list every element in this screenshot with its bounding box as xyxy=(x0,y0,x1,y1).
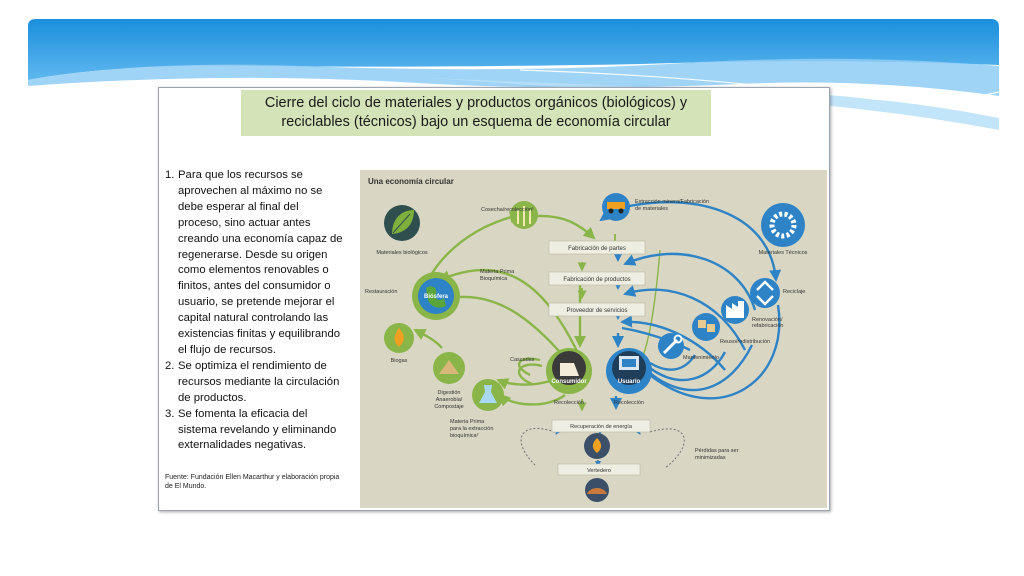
diagram-label: Biogas xyxy=(391,358,408,364)
list-item: 3.Se fomenta la eficacia del sistema rev… xyxy=(165,407,337,452)
slide-title: Cierre del ciclo de materiales y product… xyxy=(241,90,711,136)
chain-label: Fabricación de partes xyxy=(568,246,626,252)
wrench-icon xyxy=(658,333,684,359)
diagram-label: minimizadas xyxy=(695,455,726,461)
diagram-label: de materiales xyxy=(635,206,668,212)
chain-box xyxy=(548,302,646,317)
diagram-label: bioquímica² xyxy=(450,433,479,439)
slide-content-frame: Cierre del ciclo de materiales y product… xyxy=(158,87,830,511)
diagram-label: Cosecha/recolección¹ xyxy=(481,207,534,213)
factory-icon xyxy=(721,296,749,324)
diagram-label: Bioquímica xyxy=(480,276,508,282)
bullet-list: 1.Para que los recursos se aprovechen al… xyxy=(165,168,345,454)
circular-economy-diagram: Una economía circular xyxy=(360,170,827,508)
landfill-box xyxy=(557,463,641,476)
compost-icon xyxy=(433,352,465,384)
chain-label: Proveedor de servicios xyxy=(566,308,627,314)
user-label: Usuario xyxy=(618,379,641,385)
diagram-label: Reuso/redistribución xyxy=(720,339,770,345)
list-item: 1.Para que los recursos se aprovechen al… xyxy=(165,169,343,356)
consumer-icon xyxy=(546,348,592,394)
diagram-label: Compostaje xyxy=(434,404,463,410)
diagram-label: Reciclaje xyxy=(783,289,805,295)
diagram-label: Digestión xyxy=(438,390,461,396)
list-item: 2.Se optimiza el rendimiento de recursos… xyxy=(165,359,340,404)
truck-icon xyxy=(602,193,630,221)
diagram-label: refabricación xyxy=(752,323,784,329)
globe-icon xyxy=(412,272,460,320)
flame-icon xyxy=(384,323,414,353)
diagram-label: Mantenimiento xyxy=(683,355,719,361)
diagram-title: Una economía circular xyxy=(368,177,454,186)
diagram-label: Materiales Técnicos xyxy=(759,250,808,256)
user-icon xyxy=(606,348,652,394)
diagram-label: para la extracción xyxy=(450,426,493,432)
flame-icon xyxy=(584,433,610,459)
diagram-label: Recolección xyxy=(614,400,644,406)
technical-cycle-arrows xyxy=(599,201,782,410)
landfill-icon xyxy=(585,478,609,502)
energy-recovery-label: Recuperación de energía xyxy=(570,424,633,430)
diagram-label: Cascadas xyxy=(510,357,535,363)
diagram-label: Extracción minera/Fabricación xyxy=(635,199,709,205)
energy-recovery-box xyxy=(551,419,651,433)
consumer-label: Consumidor xyxy=(551,379,587,385)
diagram-label: Materia Prima xyxy=(450,419,485,425)
diagram-label: Recolección xyxy=(554,400,584,406)
source-note: Fuente: Fundación Ellen Macarthur y elab… xyxy=(165,474,340,490)
flask-icon xyxy=(472,379,504,411)
wheat-icon xyxy=(510,201,538,229)
boxes-icon xyxy=(692,313,720,341)
chain-box xyxy=(548,271,646,286)
diagram-label: Restauración xyxy=(365,289,397,295)
recycle-icon xyxy=(750,278,780,308)
diagram-label: Materiales biológicos xyxy=(376,250,428,256)
chain-label: Fabricación de productos xyxy=(563,277,630,283)
diagram-label: Pérdidas para ser xyxy=(695,448,739,454)
diagram-label: Materia Prima xyxy=(480,269,515,275)
diagram-label: Anaerobia/ xyxy=(436,397,463,403)
leaf-icon xyxy=(384,205,420,241)
diagram-label: Renovación/ xyxy=(752,317,783,323)
chain-box xyxy=(548,240,646,255)
biosfera-label: Biósfera xyxy=(424,294,449,300)
gear-icon xyxy=(761,203,805,247)
landfill-label: Vertedero xyxy=(587,468,611,474)
